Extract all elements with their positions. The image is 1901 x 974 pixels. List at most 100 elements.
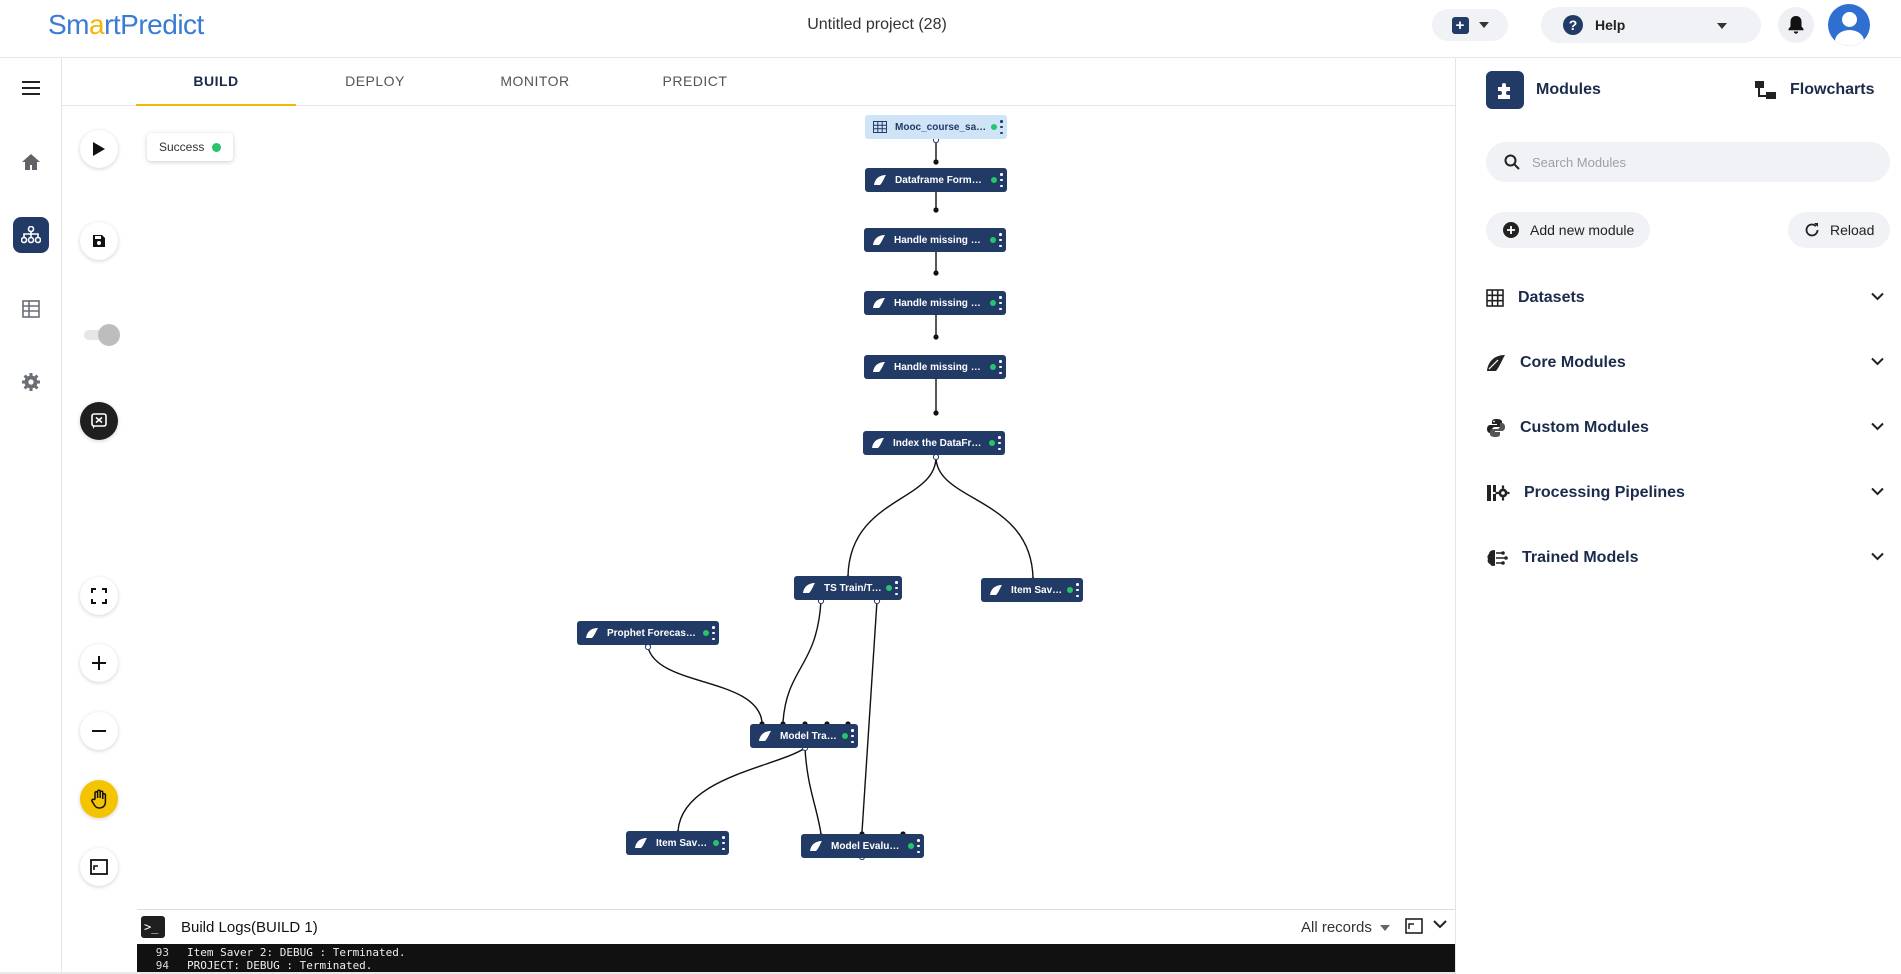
minimap-icon [90, 859, 108, 875]
flow-node[interactable]: Item Saver 2 [626, 831, 729, 855]
flow-node[interactable]: Handle missing va... [864, 228, 1006, 252]
run-button[interactable] [80, 130, 118, 168]
nav-flowchart[interactable] [13, 217, 49, 253]
node-menu-icon[interactable] [1075, 583, 1080, 597]
node-menu-icon[interactable] [721, 836, 726, 850]
clear-logs-button[interactable] [80, 402, 118, 440]
log-output[interactable]: 93 Item Saver 2: DEBUG : Terminated. 94 … [137, 944, 1455, 972]
minus-icon [92, 730, 106, 732]
create-new-button[interactable]: + [1432, 9, 1508, 41]
plus-circle-icon [1503, 222, 1519, 238]
flow-node[interactable]: Item Saver 1 [981, 578, 1083, 602]
category-processing-pipelines[interactable]: Processing Pipelines [1486, 475, 1890, 511]
flow-node[interactable]: Model Evaluator 1 [801, 834, 924, 858]
flow-node[interactable]: Index the DataFra... [863, 431, 1005, 455]
category-datasets[interactable]: Datasets [1486, 280, 1890, 316]
flow-node[interactable]: TS Train/Test 1 [794, 576, 902, 600]
zoom-in-button[interactable] [80, 644, 118, 682]
status-dot-icon [713, 840, 719, 846]
question-icon: ? [1563, 15, 1583, 35]
nav-datasets[interactable] [13, 291, 49, 327]
log-line: 94 PROJECT: DEBUG : Terminated. [155, 959, 373, 972]
tab-build[interactable]: BUILD [136, 58, 296, 106]
node-menu-icon[interactable] [998, 296, 1003, 310]
core-module-icon [873, 298, 885, 308]
flow-node[interactable]: Model Trainer 1 [750, 724, 858, 748]
node-menu-icon[interactable] [999, 173, 1004, 187]
category-trained-models[interactable]: Trained Models [1486, 540, 1890, 576]
flow-node[interactable]: Handle missing va... [864, 355, 1006, 379]
play-icon [93, 142, 105, 156]
status-dot-icon [1067, 587, 1073, 593]
node-menu-icon[interactable] [916, 839, 921, 853]
user-avatar[interactable] [1828, 4, 1870, 46]
status-dot-icon [842, 733, 848, 739]
flowchart-canvas[interactable]: Success [137, 107, 1455, 910]
caret-down-icon [1379, 924, 1390, 931]
node-menu-icon[interactable] [711, 626, 716, 640]
menu-button[interactable] [13, 70, 49, 106]
notifications-button[interactable] [1778, 7, 1814, 43]
plus-square-icon: + [1451, 16, 1469, 34]
bell-icon [1788, 16, 1804, 34]
node-menu-icon[interactable] [998, 360, 1003, 374]
tab-monitor[interactable]: MONITOR [500, 73, 570, 89]
node-menu-icon[interactable] [850, 729, 855, 743]
core-module-icon [990, 585, 1002, 595]
status-dot-icon [886, 585, 892, 591]
add-new-module-button[interactable]: Add new module [1486, 212, 1651, 248]
caret-down-icon [1478, 22, 1489, 28]
zoom-out-button[interactable] [80, 712, 118, 750]
left-navigation [0, 58, 62, 974]
status-dot-icon [703, 630, 709, 636]
tab-deploy[interactable]: DEPLOY [345, 73, 405, 89]
fullscreen-icon [91, 588, 107, 604]
node-menu-icon[interactable] [997, 436, 1002, 450]
core-module-icon [586, 628, 598, 638]
workflow-tabs: BUILD DEPLOY MONITOR PREDICT [62, 58, 1455, 106]
status-dot-icon [989, 440, 995, 446]
save-button[interactable] [80, 222, 118, 260]
tab-modules[interactable]: Modules [1486, 71, 1601, 109]
category-custom-modules[interactable]: Custom Modules [1486, 410, 1890, 446]
node-menu-icon[interactable] [894, 581, 899, 595]
build-logs-title: Build Logs(BUILD 1) [181, 919, 318, 936]
build-logs-bar: >_ Build Logs(BUILD 1) All records [137, 909, 1455, 944]
comment-close-icon [91, 413, 107, 429]
chevron-down-icon [1871, 552, 1884, 561]
node-menu-icon[interactable] [999, 120, 1004, 134]
fit-screen-button[interactable] [80, 577, 118, 615]
status-dot-icon [990, 237, 996, 243]
success-dot-icon [212, 142, 222, 152]
grid-table-icon [22, 300, 40, 318]
nav-settings[interactable] [13, 364, 49, 400]
minimap-button[interactable] [80, 848, 118, 886]
hand-icon [91, 789, 107, 809]
expand-logs-icon[interactable] [1405, 918, 1423, 934]
smartpredict-logo[interactable]: SmartPredict [48, 9, 204, 40]
module-search[interactable] [1486, 142, 1890, 182]
hamburger-icon [22, 81, 40, 95]
caret-down-icon [1717, 23, 1727, 29]
log-line: 93 Item Saver 2: DEBUG : Terminated. [155, 946, 406, 959]
flow-node[interactable]: Handle missing va... [864, 291, 1006, 315]
core-module-icon [1487, 355, 1505, 371]
tab-predict[interactable]: PREDICT [662, 73, 728, 89]
help-dropdown[interactable]: ? Help [1541, 7, 1761, 43]
log-filter-label: All records [1301, 919, 1372, 936]
tab-flowcharts[interactable]: Flowcharts [1754, 72, 1874, 108]
core-module-icon [873, 235, 885, 245]
flow-node[interactable]: Prophet Forecaster 1 [577, 621, 719, 645]
search-input[interactable] [1532, 154, 1852, 170]
flow-node-dataset[interactable]: Mooc_course_sales... [865, 115, 1007, 139]
mode-toggle[interactable] [80, 324, 122, 346]
pan-mode-button[interactable] [80, 780, 118, 818]
category-core-modules[interactable]: Core Modules [1486, 345, 1890, 381]
reload-button[interactable]: Reload [1788, 212, 1891, 248]
chevron-down-icon[interactable] [1433, 919, 1447, 929]
node-menu-icon[interactable] [998, 233, 1003, 247]
flow-node[interactable]: Dataframe Formatt... [865, 168, 1007, 192]
log-filter-dropdown[interactable]: All records [1301, 919, 1390, 936]
nav-home[interactable] [13, 144, 49, 180]
puzzle-icon [1486, 71, 1524, 109]
